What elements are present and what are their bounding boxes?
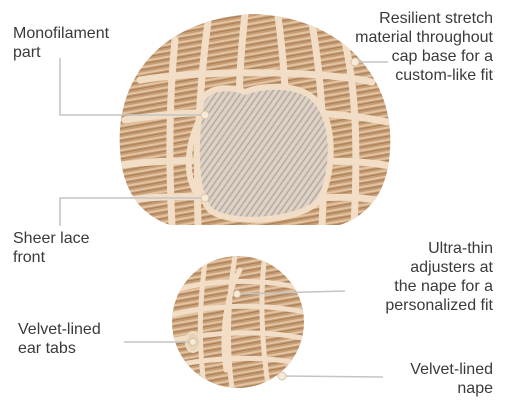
label-ear-tabs-line1: Velvet-lined bbox=[18, 320, 101, 339]
label-stretch-line4: custom-like fit bbox=[355, 66, 493, 85]
dot-adjusters bbox=[234, 291, 241, 298]
label-monofilament: Monofilament part bbox=[13, 24, 109, 62]
dot-ear-tabs bbox=[190, 339, 197, 346]
leader-line-nape bbox=[282, 376, 383, 377]
label-lace-front-line2: front bbox=[13, 248, 90, 267]
dot-lace-front bbox=[201, 194, 209, 202]
label-stretch-line1: Resilient stretch bbox=[355, 9, 493, 28]
label-lace-front-line1: Sheer lace bbox=[13, 229, 90, 248]
label-adjusters-line4: personalized fit bbox=[385, 296, 493, 315]
label-stretch: Resilient stretch material throughout ca… bbox=[355, 9, 493, 85]
label-adjusters-line3: the nape for a bbox=[385, 277, 493, 296]
label-adjusters-line1: Ultra-thin bbox=[385, 239, 493, 258]
label-monofilament-line1: Monofilament bbox=[13, 24, 109, 43]
top-cap bbox=[120, 14, 391, 225]
label-nape-line2: nape bbox=[410, 379, 493, 398]
dot-monofilament bbox=[201, 111, 209, 119]
label-lace-front: Sheer lace front bbox=[13, 229, 90, 267]
monofilament-panel bbox=[197, 87, 331, 220]
label-adjusters: Ultra-thin adjusters at the nape for a p… bbox=[385, 239, 493, 315]
label-stretch-line3: cap base for a bbox=[355, 47, 493, 66]
label-adjusters-line2: adjusters at bbox=[385, 258, 493, 277]
label-ear-tabs: Velvet-lined ear tabs bbox=[18, 320, 101, 358]
label-stretch-line2: material throughout bbox=[355, 28, 493, 47]
label-nape: Velvet-lined nape bbox=[410, 360, 493, 398]
label-monofilament-line2: part bbox=[13, 43, 109, 62]
label-nape-line1: Velvet-lined bbox=[410, 360, 493, 379]
dot-nape bbox=[278, 372, 286, 380]
label-ear-tabs-line2: ear tabs bbox=[18, 339, 101, 358]
bottom-cap bbox=[172, 256, 304, 388]
